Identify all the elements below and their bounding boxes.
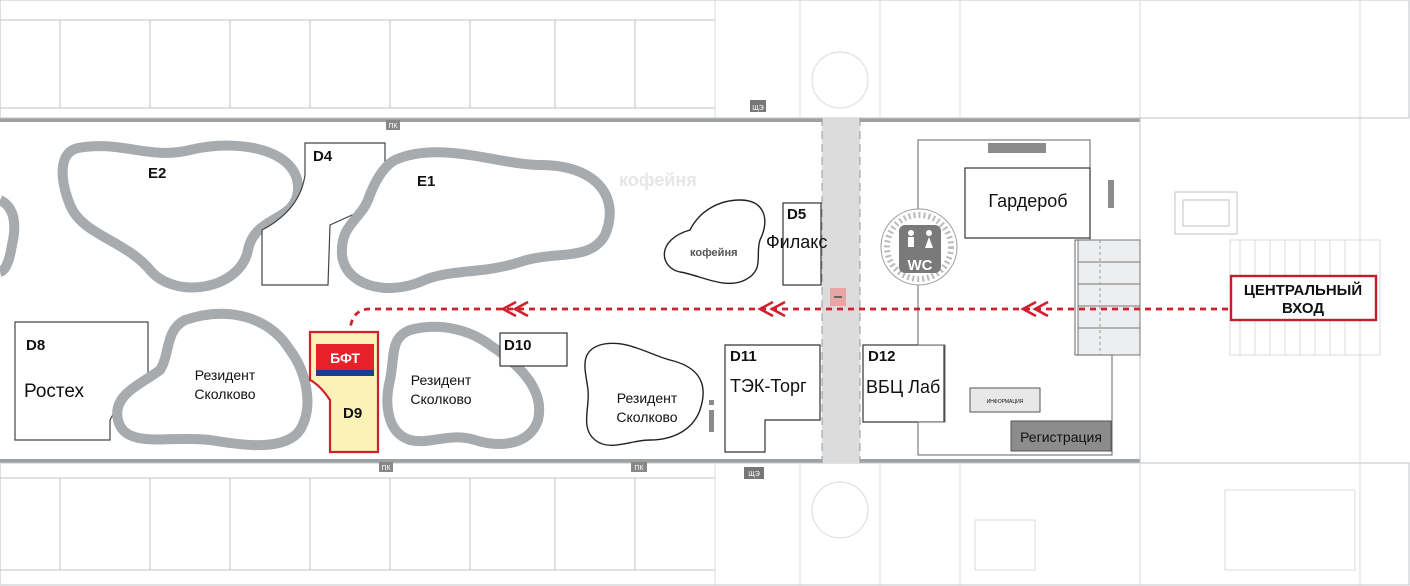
wc[interactable] — [880, 208, 958, 286]
cloakroom-label: Гардероб — [988, 191, 1067, 211]
pk-bottom-left-label: ПК — [381, 465, 391, 472]
cafe-label: кофейня — [690, 247, 738, 259]
booth-d11-name: ТЭК-Торг — [730, 376, 807, 396]
zone-d4-label: D4 — [313, 148, 333, 165]
booth-d11-code: D11 — [730, 348, 757, 365]
bft-logo — [316, 344, 374, 370]
zone-resident-3[interactable] — [584, 342, 704, 446]
cafe-watermark: кофейня — [619, 170, 697, 190]
registration-label: Регистрация — [1020, 429, 1102, 445]
shch-top-label: ЩЭ — [752, 105, 764, 112]
registration-desk[interactable] — [1010, 420, 1112, 452]
resident-2-line1: Резидент — [411, 372, 472, 388]
info-board-label: ИНФОРМАЦИЯ — [987, 399, 1024, 405]
booth-d10-code: D10 — [504, 337, 532, 354]
resident-3-line1: Резидент — [617, 390, 678, 406]
central-entrance[interactable] — [1229, 274, 1378, 322]
booth-d11[interactable] — [724, 344, 821, 453]
booth-d9-code: D9 — [343, 405, 362, 422]
entrance-gates — [1077, 239, 1141, 356]
zone-e2[interactable] — [57, 140, 303, 293]
booth-d8-code: D8 — [26, 337, 45, 354]
booth-d5[interactable] — [782, 202, 822, 286]
resident-3-line2: Сколково — [616, 409, 677, 425]
zone-e1-label: E1 — [417, 173, 435, 190]
booth-d9-bft[interactable] — [308, 330, 380, 454]
booth-d8-name: Ростех — [24, 381, 85, 402]
resident-1-line1: Резидент — [195, 367, 256, 383]
booth-d12-name: ВБЦ Лаб — [866, 377, 940, 397]
resident-2-line2: Сколково — [410, 391, 471, 407]
info-point-icon — [709, 410, 714, 432]
pk-bottom-mid-label: ПК — [634, 465, 644, 472]
shch-bottom-label: ЩЭ — [748, 471, 760, 478]
entrance-line2: ВХОД — [1282, 300, 1324, 317]
zone-d4[interactable] — [261, 142, 386, 286]
zone-e2-label: E2 — [148, 165, 166, 182]
cloakroom-area[interactable] — [917, 139, 1114, 456]
resident-1-line2: Сколково — [194, 386, 255, 402]
wc-label: WC — [908, 257, 933, 274]
zone-cafe[interactable] — [663, 199, 766, 285]
pk-top-label: ПК — [388, 123, 398, 130]
booth-d5-name: Филакс — [766, 232, 827, 252]
booth-d5-code: D5 — [787, 206, 806, 223]
route-path — [348, 300, 1228, 331]
zone-resident-1[interactable] — [112, 308, 313, 451]
booth-d12[interactable] — [862, 344, 945, 423]
booth-d10[interactable] — [499, 332, 568, 367]
booth-d12-code: D12 — [868, 348, 896, 365]
central-aisle — [821, 118, 861, 463]
entrance-line1: ЦЕНТРАЛЬНЫЙ — [1244, 281, 1362, 299]
bft-brand-text: БФТ — [330, 350, 360, 366]
zone-e1[interactable] — [336, 147, 615, 293]
